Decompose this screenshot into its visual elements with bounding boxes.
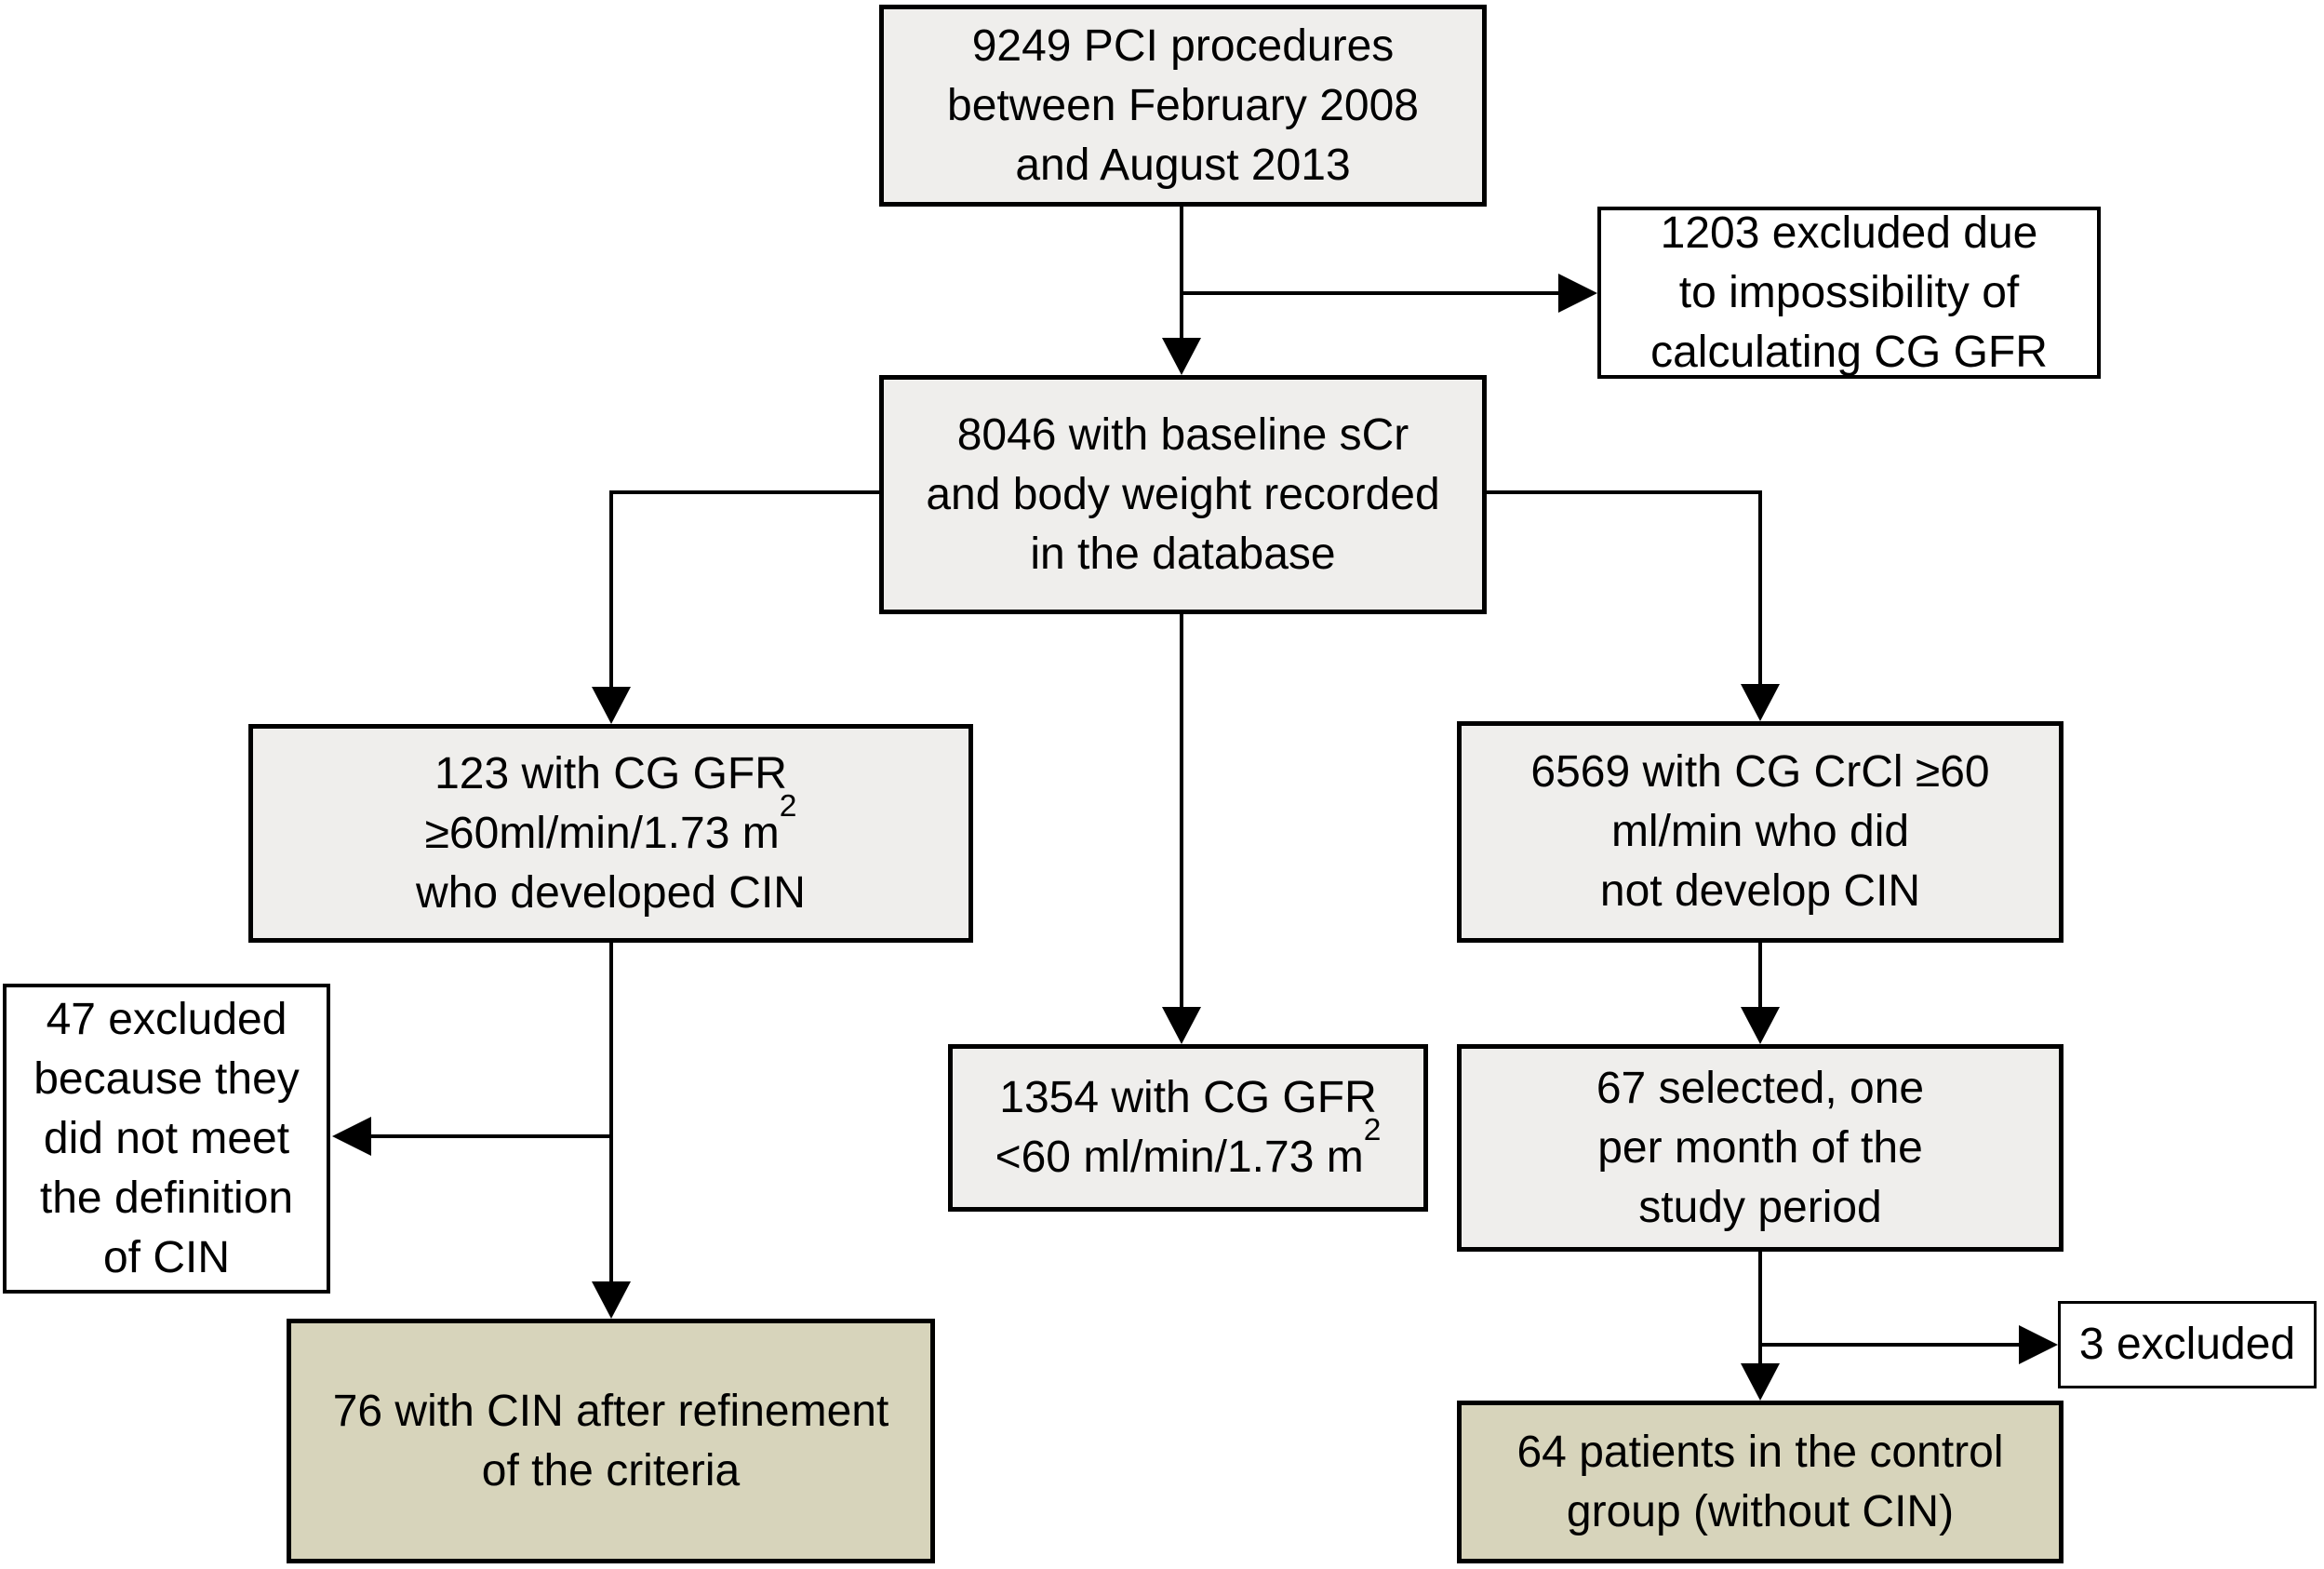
arrowhead-right-icon [2019, 1325, 2058, 1364]
arrowhead-down-icon [592, 687, 631, 724]
box-text-line: because they [33, 1053, 300, 1104]
box-text-line: and August 2013 [1015, 140, 1351, 190]
connector-to-excluded-3 [1760, 1343, 2019, 1347]
box-excluded-47: 47 excluded because they did not meet th… [3, 984, 330, 1294]
box-text-line: 123 with CG GFR [434, 748, 787, 798]
arrowhead-down-icon [1741, 684, 1780, 721]
box-text-line: to impossibility of [1678, 267, 2020, 317]
superscript-2: 2 [1363, 1113, 1382, 1148]
box-baseline-recorded: 8046 with baseline sCr and body weight r… [879, 375, 1487, 614]
box-text-line: 8046 with baseline sCr [956, 409, 1409, 460]
arrowhead-left-icon [332, 1117, 371, 1156]
box-low-gfr-1354: 1354 with CG GFR <60 ml/min/1.73 m2 [948, 1044, 1428, 1212]
box-selected-67: 67 selected, one per month of the study … [1457, 1044, 2064, 1252]
connector-to-selected-67 [1758, 943, 1762, 1007]
box-text-line: 9249 PCI procedures [971, 20, 1395, 71]
box-text-line: and body weight recorded [926, 469, 1440, 519]
box-excluded-1203: 1203 excluded due to impossibility of ca… [1597, 207, 2101, 379]
connector-baseline-right [1485, 490, 1760, 494]
box-text-line: 67 selected, one [1596, 1063, 1925, 1113]
arrowhead-down-icon [1162, 338, 1201, 375]
box-text-line: 1354 with CG GFR [999, 1073, 1377, 1122]
box-cin-gfr-123: 123 with CG GFR ≥60ml/min/1.73 m2 who de… [248, 724, 973, 943]
box-text-line: 3 excluded [2078, 1320, 2296, 1369]
connector-to-excluded-1203 [1182, 291, 1558, 295]
box-control-group-64: 64 patients in the control group (withou… [1457, 1401, 2064, 1563]
box-text-line: 47 excluded [46, 994, 287, 1044]
box-text-line: the definition [39, 1173, 294, 1223]
box-text-line: of the criteria [481, 1445, 741, 1495]
box-text-line: between February 2008 [947, 80, 1419, 130]
box-text-line: ml/min who did [1610, 807, 1910, 856]
arrowhead-down-icon [1741, 1363, 1780, 1401]
connector-to-cin-refined-76 [609, 943, 613, 1281]
box-text-line: <60 ml/min/1.73 m2 [995, 1113, 1382, 1182]
box-text-line: of CIN [102, 1232, 231, 1282]
box-text-line: not develop CIN [1599, 866, 1921, 916]
box-text-line: in the database [1030, 529, 1336, 579]
box-text-line: did not meet [43, 1113, 290, 1163]
box-text-line: group (without CIN) [1566, 1486, 1955, 1536]
box-text-line: study period [1638, 1182, 1882, 1232]
connector-to-control-group-64 [1758, 1252, 1762, 1363]
box-text-line: 1203 excluded due [1660, 208, 2038, 258]
box-text-line: 64 patients in the control [1516, 1427, 2004, 1477]
connector-pci-to-baseline [1180, 207, 1183, 340]
connector-to-low-gfr-1354 [1180, 614, 1183, 1007]
connector-baseline-left [609, 490, 881, 494]
box-text-line: 6569 with CG CrCl ≥60 [1530, 747, 1990, 797]
box-text-line: 76 with CIN after refinement [332, 1386, 889, 1436]
arrowhead-down-icon [1162, 1007, 1201, 1044]
connector-to-cin-123 [609, 490, 613, 687]
box-text-line: who developed CIN [416, 867, 806, 918]
box-text-line: ≥60ml/min/1.73 m2 [424, 788, 797, 858]
arrowhead-down-icon [1741, 1007, 1780, 1044]
connector-to-excluded-47 [371, 1134, 611, 1138]
arrowhead-down-icon [592, 1281, 631, 1319]
box-no-cin-6569: 6569 with CG CrCl ≥60 ml/min who did not… [1457, 721, 2064, 943]
box-text-line: calculating CG GFR [1650, 327, 2048, 377]
superscript-2: 2 [779, 788, 797, 824]
box-excluded-3: 3 excluded [2058, 1301, 2317, 1388]
arrowhead-right-icon [1558, 274, 1597, 313]
box-pci-procedures: 9249 PCI procedures between February 200… [879, 5, 1487, 207]
box-text-line: per month of the [1597, 1122, 1923, 1173]
box-cin-refined-76: 76 with CIN after refinement of the crit… [287, 1319, 935, 1563]
connector-to-no-cin-6569 [1758, 490, 1762, 684]
